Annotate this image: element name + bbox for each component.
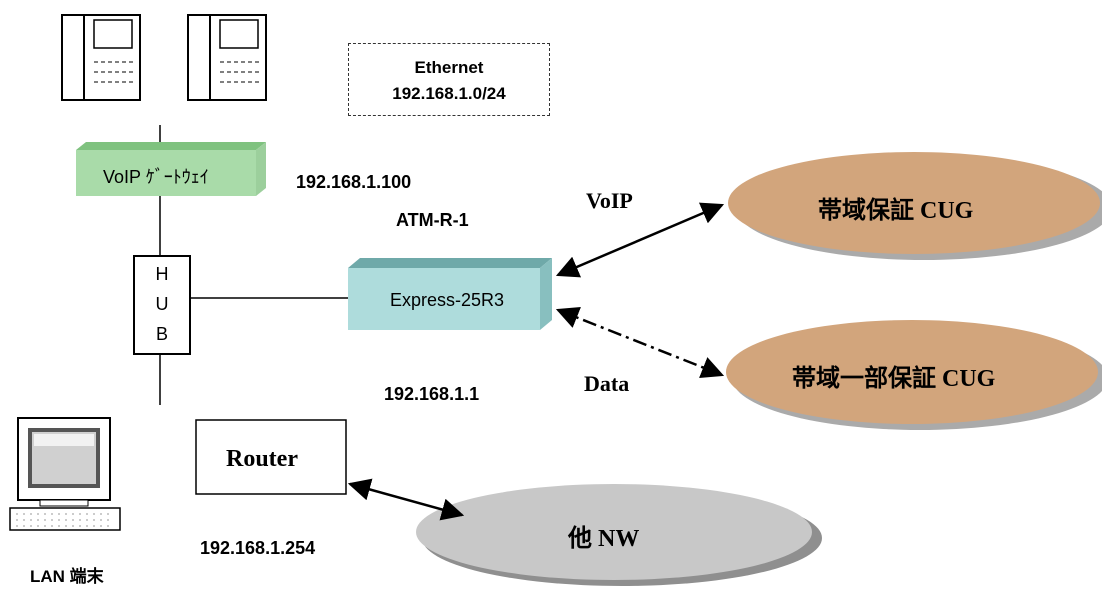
atm-router-box (348, 258, 552, 330)
cug-guaranteed-cloud (728, 152, 1102, 260)
voip-flow-label: VoIP (586, 188, 633, 213)
lan-terminal-pc-icon (9, 417, 121, 531)
voip-gateway-ip: 192.168.1.100 (296, 172, 412, 192)
voip-gateway-label: VoIP ｹﾞｰﾄｳｪｲ (103, 167, 209, 187)
ethernet-label-box: Ethernet 192.168.1.0/24 (348, 43, 550, 116)
atm-router-name: ATM-R-1 (396, 210, 469, 230)
router-label: Router (226, 446, 298, 472)
voip-gateway-box (76, 142, 266, 196)
voip-arrow (555, 202, 725, 278)
router-box (195, 419, 347, 495)
ethernet-label: Ethernet (414, 58, 484, 77)
ip-phone-1-icon (61, 14, 141, 101)
atm-router-model: Express-25R3 (390, 290, 505, 310)
other-network-label: 他 NW (568, 526, 640, 552)
lan-terminal-label: LAN 端末 (30, 567, 104, 586)
hub-letter-u: U (155, 294, 169, 314)
hub-box (133, 255, 191, 355)
other-network-cloud (416, 484, 822, 586)
hub-letter-b: B (155, 324, 168, 344)
ethernet-subnet: 192.168.1.0/24 (392, 84, 506, 103)
router-ip: 192.168.1.254 (200, 538, 316, 558)
data-arrow (555, 307, 725, 378)
router-nw-arrow (347, 478, 465, 521)
cug-partial-label: 帯域一部保証 CUG (792, 366, 996, 392)
hub-letter-h: H (155, 264, 169, 284)
ip-phone-2-icon (187, 14, 267, 101)
data-flow-label: Data (584, 371, 630, 396)
cug-guaranteed-label: 帯域保証 CUG (818, 198, 974, 224)
cug-partial-cloud (726, 320, 1102, 430)
atm-router-ip: 192.168.1.1 (384, 384, 480, 404)
